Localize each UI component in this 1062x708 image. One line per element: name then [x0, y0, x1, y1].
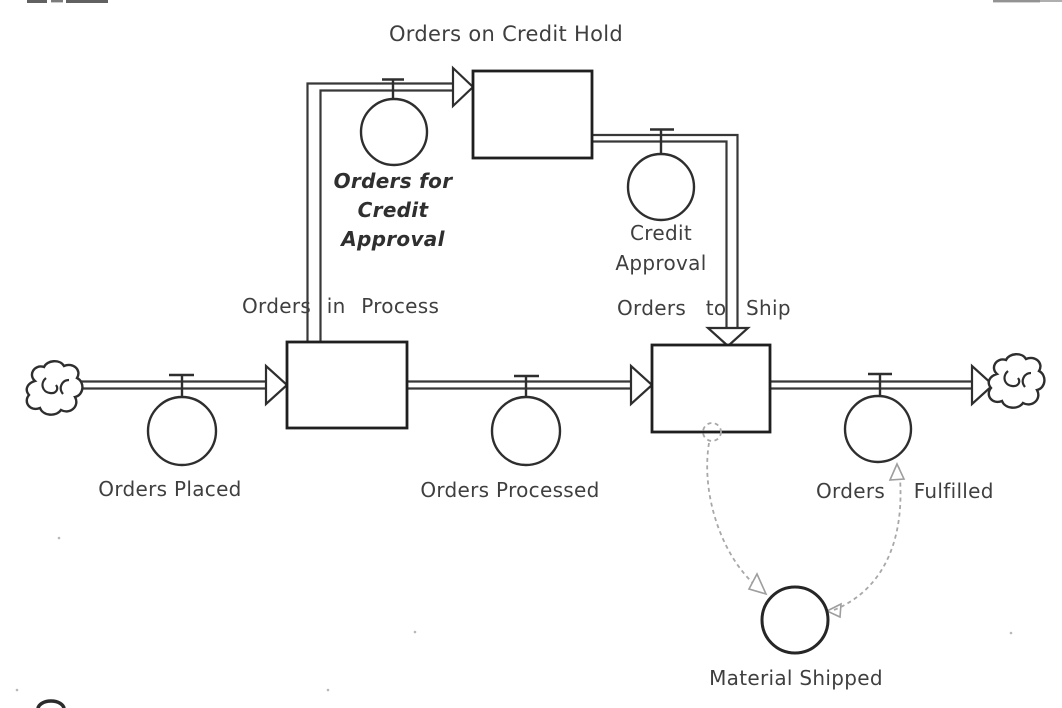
scan-artifact-top-right-line — [993, 0, 1062, 3]
flow-arrowhead-icon — [629, 363, 654, 407]
stock-orders-to-ship — [650, 343, 772, 434]
flow-regulator-orders-fulfilled — [843, 394, 913, 464]
valve-orders-fulfilled-icon — [843, 372, 913, 464]
valve-orders-for-credit-approval-icon — [359, 78, 429, 167]
scan-artifact-top-left-line — [27, 0, 108, 3]
flow-arrowhead-icon — [264, 363, 289, 407]
label-credit-approval: Credit Approval — [615, 221, 707, 275]
label-orders-to-ship: Orders to Ship — [617, 296, 791, 320]
flow-orders-fulfilled — [770, 363, 995, 464]
flow-regulator-orders-processed — [490, 395, 562, 467]
connector-arrowhead-icon — [888, 462, 906, 481]
flow-regulator-credit-approval — [626, 152, 696, 222]
valve-orders-processed-icon — [490, 374, 562, 467]
flow-arrowhead-icon — [970, 363, 995, 407]
label-orders-in-process: Orders in Process — [242, 294, 440, 318]
flow-regulator-orders-for-credit-approval — [359, 97, 429, 167]
flow-arrowhead-icon — [451, 65, 475, 109]
flow-credit-approval — [592, 128, 751, 348]
cloud-sink-icon — [987, 353, 1046, 409]
connector-tail-icon — [825, 602, 842, 619]
valve-orders-placed-icon — [146, 373, 218, 467]
label-orders-placed: Orders Placed — [98, 477, 242, 501]
flow-arrowhead-icon — [705, 326, 751, 348]
flow-orders-processed — [407, 363, 654, 467]
valve-credit-approval-icon — [626, 128, 696, 222]
label-material-shipped: Material Shipped — [709, 666, 883, 690]
cloud-source-icon — [25, 360, 84, 416]
flow-orders-for-credit-approval — [306, 65, 475, 342]
scan-artifact-bottom-arc — [36, 699, 66, 708]
scan-specks — [15, 430, 1013, 692]
converter-material-shipped — [760, 585, 830, 655]
label-orders-processed: Orders Processed — [420, 478, 600, 502]
connector-orders-to-ship-to-material-shipped — [702, 422, 768, 596]
label-orders-for-credit-approval: Orders for Credit Approval — [333, 169, 453, 251]
stock-orders-in-process — [285, 340, 409, 430]
label-orders-on-credit-hold: Orders on Credit Hold — [388, 22, 624, 46]
label-orders-fulfilled: Orders Fulfilled — [816, 479, 994, 503]
stock-orders-on-credit-hold — [471, 69, 594, 160]
connector-material-shipped-to-orders-fulfilled — [825, 462, 906, 619]
flow-orders-placed — [74, 363, 289, 467]
connector-arrowhead-icon — [747, 572, 768, 596]
flow-regulator-orders-placed — [146, 395, 218, 467]
